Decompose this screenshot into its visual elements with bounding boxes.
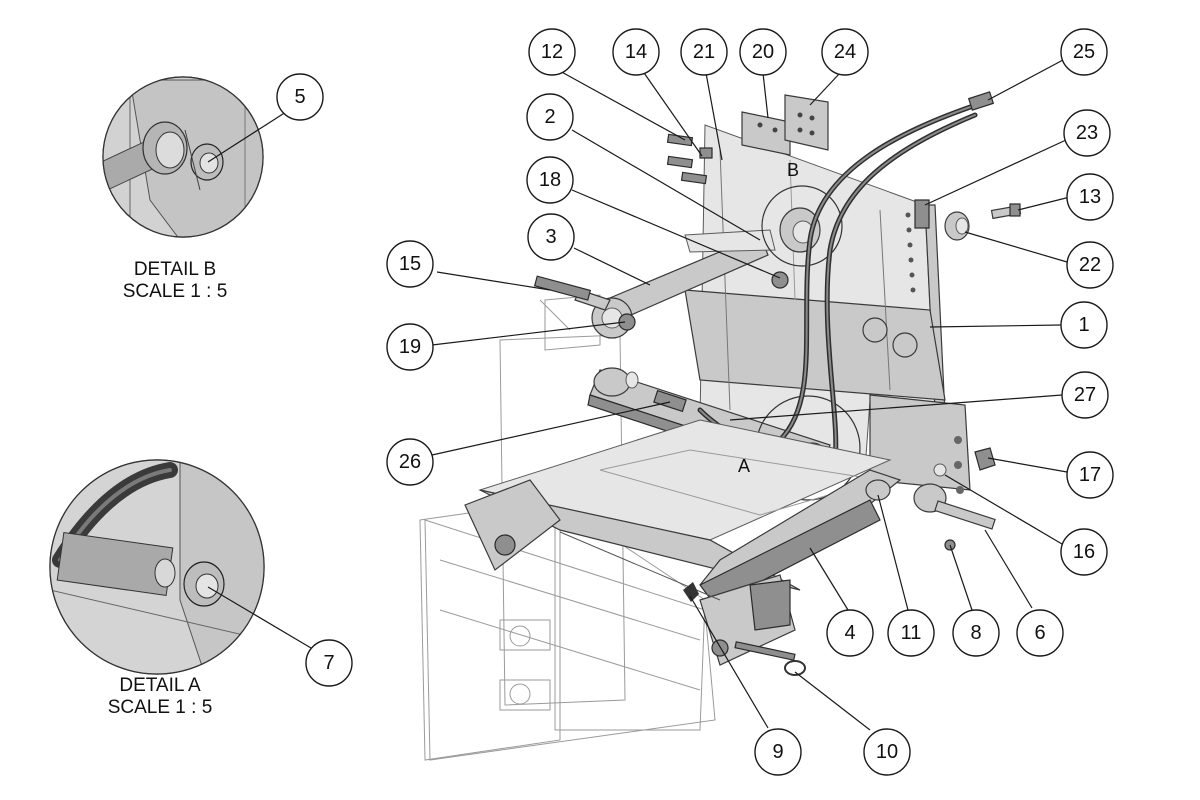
callout-9: 9: [754, 728, 802, 776]
callout-11: 11: [887, 609, 935, 657]
callout-15: 15: [386, 240, 434, 288]
svg-text:3: 3: [545, 226, 556, 248]
svg-text:12: 12: [541, 41, 563, 63]
callout-24: 24: [821, 28, 869, 76]
callout-6: 6: [1016, 609, 1064, 657]
svg-text:23: 23: [1076, 122, 1098, 144]
svg-text:2: 2: [544, 106, 555, 128]
callout-14: 14: [612, 28, 660, 76]
top-bolts: [666, 133, 713, 185]
callout-18: 18: [526, 156, 574, 204]
detail-a-scale: SCALE 1 : 5: [108, 697, 213, 718]
loose-pins: [683, 447, 996, 676]
svg-text:10: 10: [876, 741, 898, 763]
callout-10: 10: [863, 728, 911, 776]
svg-text:6: 6: [1034, 622, 1045, 644]
detail-b-view: DETAIL B SCALE 1 : 5: [102, 76, 264, 302]
svg-text:4: 4: [844, 622, 855, 644]
svg-text:22: 22: [1079, 254, 1101, 276]
view-letter-b: B: [787, 160, 799, 180]
svg-text:24: 24: [834, 41, 856, 63]
top-clamp-plates: [741, 94, 829, 156]
callout-5: 5: [276, 73, 324, 121]
callout-1: 1: [1060, 301, 1108, 349]
callout-2: 2: [526, 93, 574, 141]
callout-8: 8: [952, 609, 1000, 657]
svg-text:11: 11: [901, 622, 922, 644]
svg-text:18: 18: [539, 169, 561, 191]
side-bracket-parts: [914, 199, 1022, 241]
svg-text:5: 5: [294, 86, 305, 108]
svg-text:13: 13: [1079, 186, 1101, 208]
svg-text:19: 19: [399, 336, 421, 358]
svg-text:9: 9: [772, 741, 783, 763]
callout-23: 23: [1063, 109, 1111, 157]
svg-text:25: 25: [1073, 41, 1095, 63]
adjustment-holes: [905, 212, 916, 293]
svg-text:16: 16: [1073, 541, 1095, 563]
view-letter-a: A: [738, 456, 750, 476]
callout-12: 12: [528, 28, 576, 76]
callout-7: 7: [305, 639, 353, 687]
callout-26: 26: [386, 438, 434, 486]
callout-21: 21: [680, 28, 728, 76]
detail-a-title: DETAIL A: [119, 675, 201, 696]
detail-b-title: DETAIL B: [134, 259, 216, 280]
svg-text:17: 17: [1079, 464, 1101, 486]
back-plate: [684, 124, 971, 494]
upper-arm: [533, 234, 769, 339]
callout-25: 25: [1060, 28, 1108, 76]
svg-text:21: 21: [693, 41, 715, 63]
callout-22: 22: [1066, 241, 1114, 289]
callout-20: 20: [739, 28, 787, 76]
bottom-frame: [464, 419, 902, 666]
svg-text:20: 20: [752, 41, 774, 63]
ghost-linkage-outline: [419, 294, 716, 761]
detail-a-view: DETAIL A SCALE 1 : 5: [49, 459, 265, 718]
detail-b-scale: SCALE 1 : 5: [123, 281, 228, 302]
svg-text:8: 8: [970, 622, 981, 644]
svg-text:27: 27: [1074, 384, 1096, 406]
svg-text:1: 1: [1078, 314, 1089, 336]
callouts: 5 7 12 14 21 20 24 25 2 18 3 15 19 26 23…: [276, 28, 1114, 776]
callout-19: 19: [386, 323, 434, 371]
svg-text:26: 26: [399, 451, 421, 473]
callout-17: 17: [1066, 451, 1114, 499]
callout-4: 4: [826, 609, 874, 657]
main-assembly: B A: [419, 91, 1022, 761]
callout-3: 3: [527, 213, 575, 261]
svg-text:15: 15: [399, 253, 421, 275]
callout-13: 13: [1066, 173, 1114, 221]
svg-text:7: 7: [323, 652, 334, 674]
svg-text:14: 14: [625, 41, 647, 63]
leader-lines: [207, 59, 1071, 731]
callout-16: 16: [1060, 528, 1108, 576]
callout-27: 27: [1061, 371, 1109, 419]
